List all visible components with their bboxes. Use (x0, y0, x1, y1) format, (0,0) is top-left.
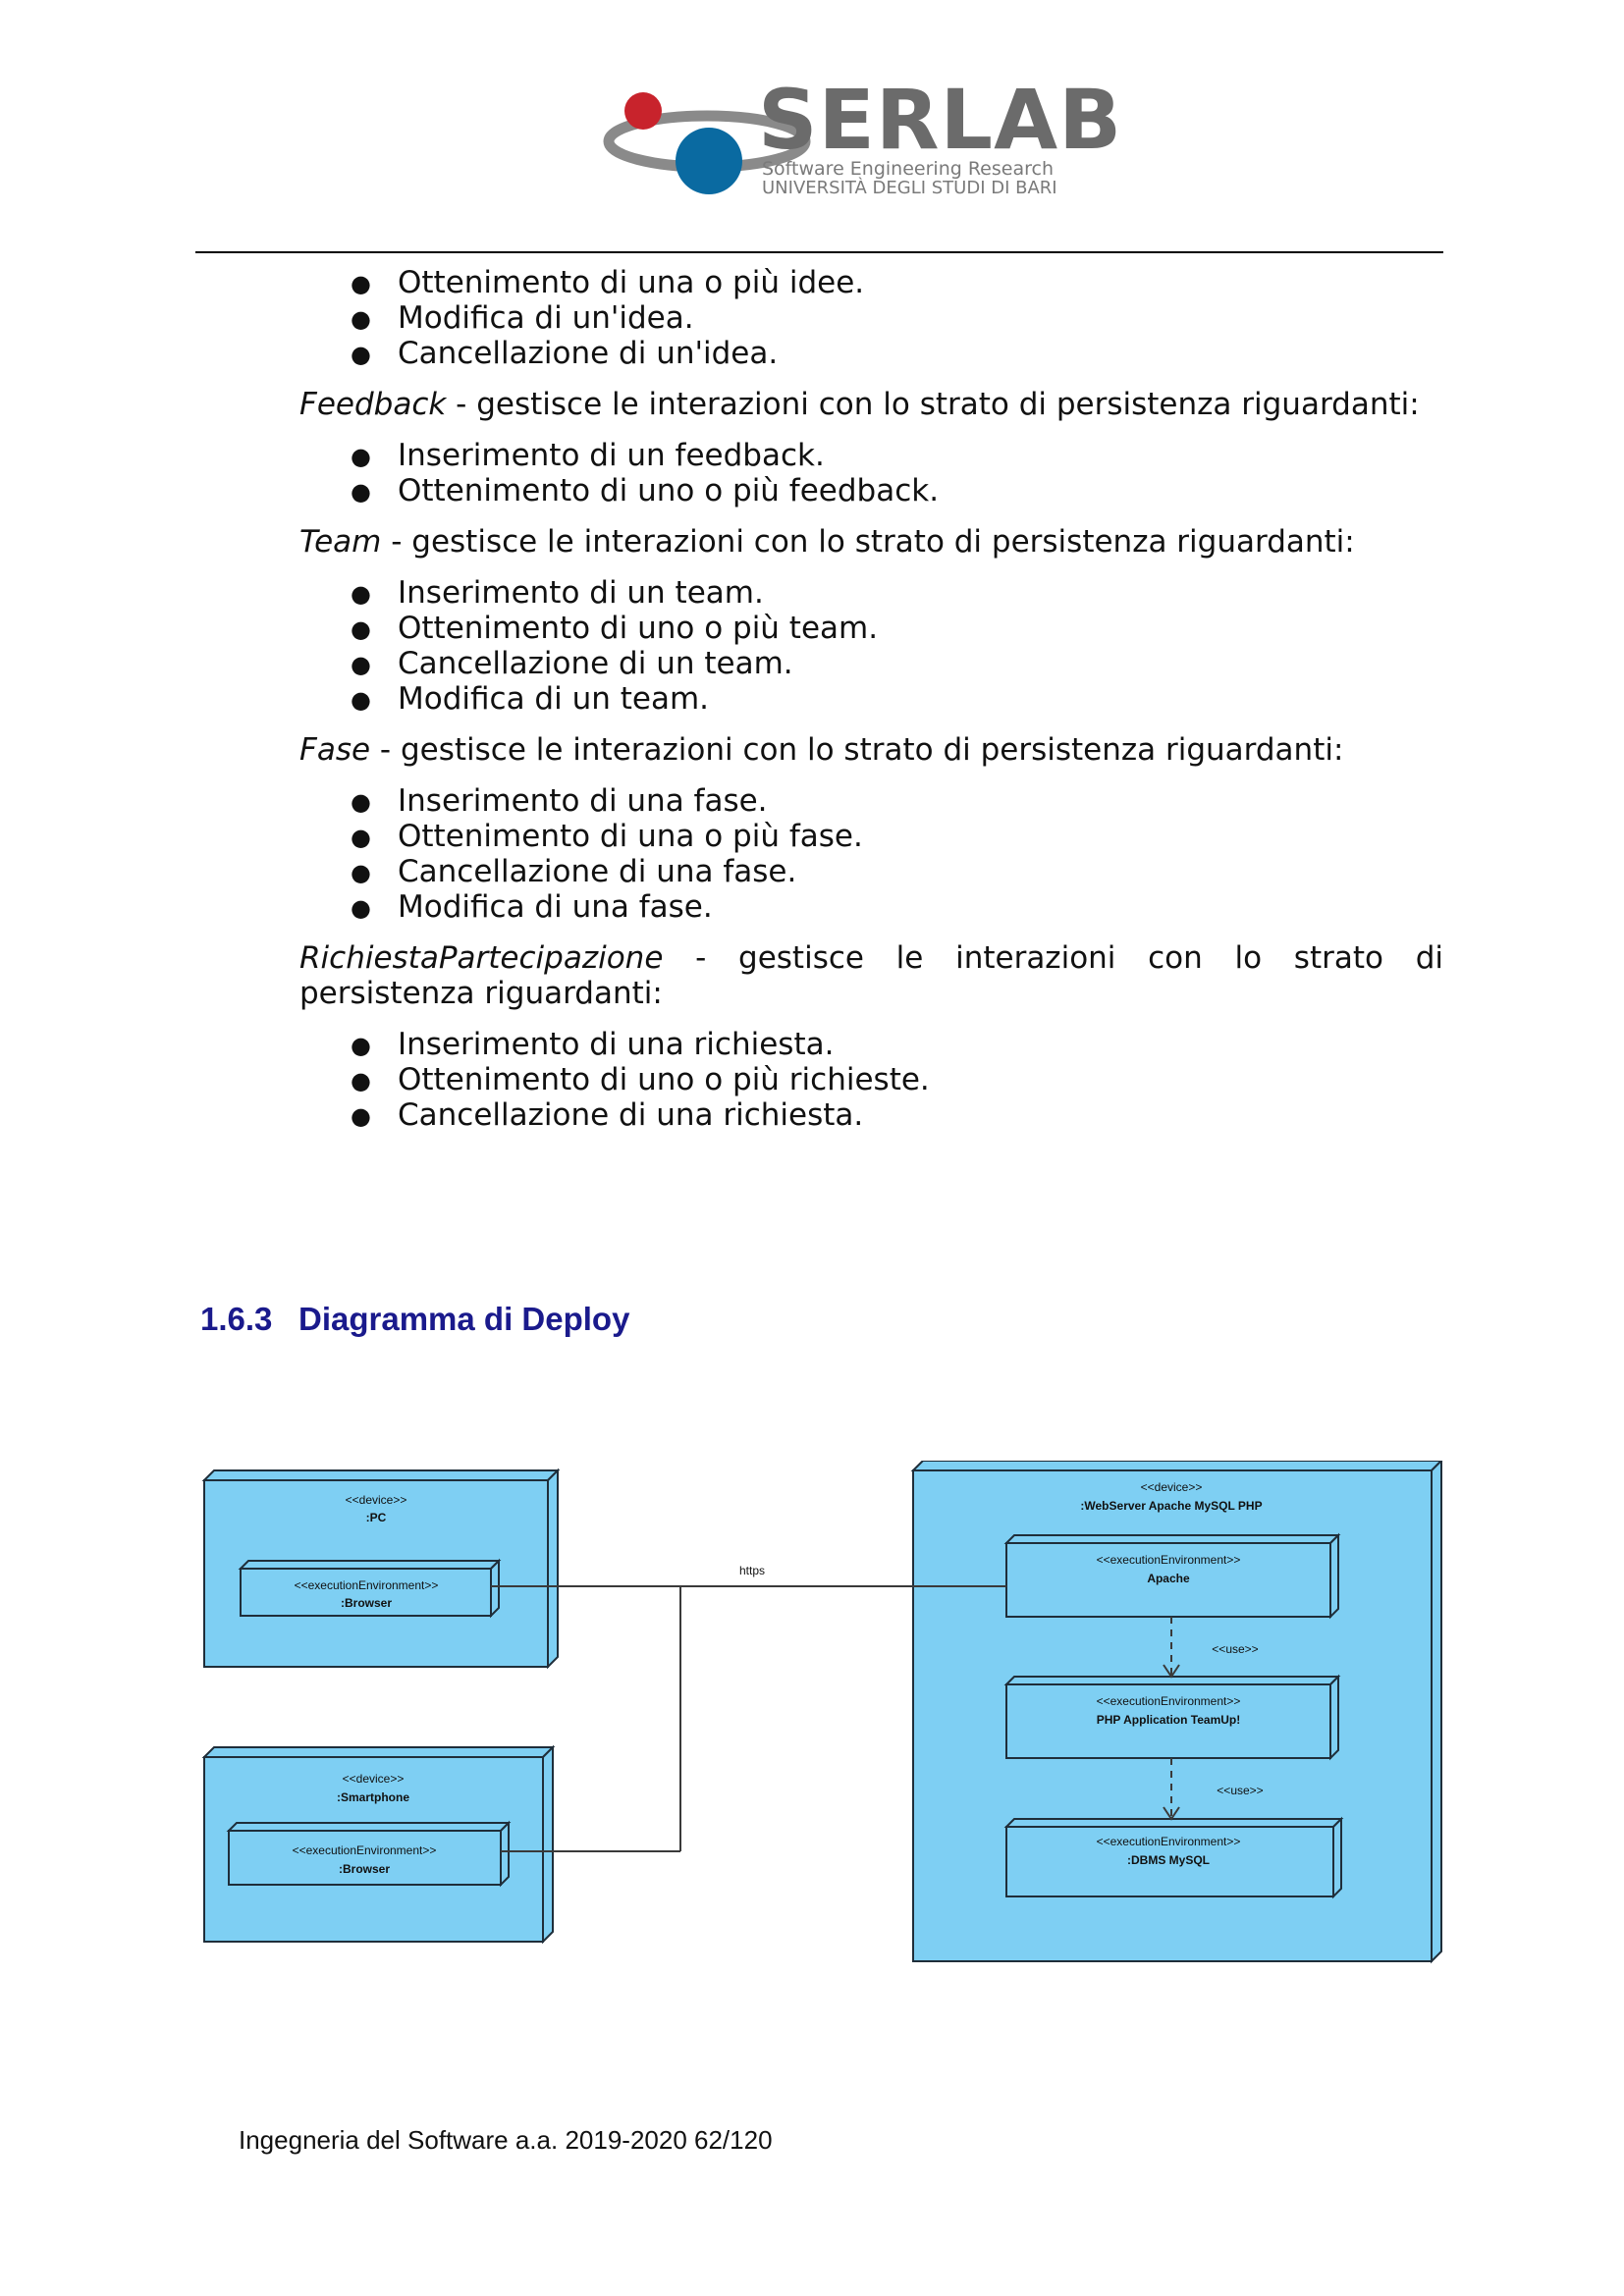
apache-name: Apache (1147, 1572, 1190, 1585)
smartphone-stereotype: <<device>> (343, 1772, 405, 1786)
apache-stereotype: <<executionEnvironment>> (1097, 1553, 1241, 1567)
list-item: Inserimento di una richiesta. (299, 1027, 1443, 1063)
smartphone-browser-env (226, 1820, 512, 1888)
smartphone-device-node (201, 1744, 556, 1945)
smartphone-env-name: :Browser (339, 1862, 390, 1876)
feedback-term: Feedback (299, 387, 447, 422)
feedback-desc: - gestisce le interazioni con lo strato … (446, 387, 1420, 422)
section-number: 1.6.3 (200, 1301, 273, 1337)
list-item: Inserimento di un feedback. (299, 438, 1443, 474)
logo-title: SERLAB (758, 72, 1123, 168)
php-stereotype: <<executionEnvironment>> (1097, 1694, 1241, 1708)
page-footer: Ingegneria del Software a.a. 2019-2020 6… (239, 2125, 773, 2155)
use-label-2: <<use>> (1217, 1784, 1263, 1797)
php-app-env (1003, 1674, 1341, 1761)
pc-env-name: :Browser (341, 1596, 392, 1610)
serlab-logo (603, 92, 811, 194)
feedback-paragraph: Feedback - gestisce le interazioni con l… (299, 387, 1443, 422)
section-heading: 1.6.3 Diagramma di Deploy (200, 1301, 629, 1338)
fase-term: Fase (299, 732, 371, 768)
dbms-name: :DBMS MySQL (1127, 1853, 1210, 1867)
pc-env-stereotype: <<executionEnvironment>> (295, 1578, 439, 1592)
use-label-1: <<use>> (1212, 1642, 1258, 1656)
smartphone-name: :Smartphone (337, 1790, 409, 1804)
richiesta-term: RichiestaPartecipazione (299, 940, 664, 976)
list-item: Ottenimento di uno o più team. (299, 611, 1443, 647)
list-item: Inserimento di un team. (299, 575, 1443, 612)
richiesta-list: Inserimento di una richiesta. Otteniment… (299, 1027, 1443, 1134)
php-name: PHP Application TeamUp! (1097, 1713, 1240, 1727)
list-item: Ottenimento di uno o più richieste. (299, 1062, 1443, 1098)
list-item: Cancellazione di una richiesta. (299, 1097, 1443, 1134)
list-item: Ottenimento di una o più fase. (299, 819, 1443, 855)
use-dependencies (1163, 1617, 1180, 1821)
server-name: :WebServer Apache MySQL PHP (1080, 1499, 1262, 1513)
server-stereotype: <<device>> (1141, 1480, 1203, 1494)
list-item: Cancellazione di una fase. (299, 854, 1443, 890)
logo-subtitle: Software Engineering Research (762, 158, 1054, 180)
pc-device-node (201, 1468, 561, 1670)
https-connections (491, 1585, 1006, 1852)
list-item: Cancellazione di un team. (299, 646, 1443, 682)
logo-university: UNIVERSITÀ DEGLI STUDI DI BARI (762, 178, 1057, 198)
team-list: Inserimento di un team. Ottenimento di u… (299, 575, 1443, 718)
list-item: Ottenimento di uno o più feedback. (299, 473, 1443, 509)
document-body: Ottenimento di una o più idee. Modifica … (299, 265, 1443, 1134)
feedback-list: Inserimento di un feedback. Ottenimento … (299, 438, 1443, 509)
list-item: Modifica di un team. (299, 681, 1443, 718)
fase-list: Inserimento di una fase. Ottenimento di … (299, 783, 1443, 926)
idea-operations-list: Ottenimento di una o più idee. Modifica … (299, 265, 1443, 372)
richiesta-paragraph: RichiestaPartecipazione - gestisce le in… (299, 940, 1443, 1011)
pc-name: :PC (366, 1511, 387, 1524)
team-term: Team (299, 524, 382, 560)
header-rule (195, 251, 1443, 253)
richiesta-desc: - gestisce le interazioni con lo strato … (299, 940, 1443, 1011)
list-item: Modifica di un'idea. (299, 300, 1443, 337)
fase-paragraph: Fase - gestisce le interazioni con lo st… (299, 732, 1443, 768)
team-paragraph: Team - gestisce le interazioni con lo st… (299, 524, 1443, 560)
pc-browser-env (238, 1558, 502, 1619)
list-item: Modifica di una fase. (299, 889, 1443, 926)
deployment-diagram: <<device>> :PC <<executionEnvironment>> … (201, 1461, 1443, 1964)
pc-stereotype: <<device>> (346, 1493, 407, 1507)
logo-red-dot (624, 92, 662, 130)
fase-desc: - gestisce le interazioni con lo strato … (370, 732, 1344, 768)
logo-blue-dot (676, 128, 742, 194)
list-item: Cancellazione di un'idea. (299, 336, 1443, 372)
list-item: Inserimento di una fase. (299, 783, 1443, 820)
team-desc: - gestisce le interazioni con lo strato … (381, 524, 1355, 560)
section-title: Diagramma di Deploy (298, 1301, 630, 1337)
server-device-node (910, 1461, 1443, 1964)
apache-env (1003, 1532, 1341, 1620)
list-item: Ottenimento di una o più idee. (299, 265, 1443, 301)
dbms-stereotype: <<executionEnvironment>> (1097, 1835, 1241, 1848)
smartphone-env-stereotype: <<executionEnvironment>> (293, 1843, 437, 1857)
https-label: https (739, 1564, 765, 1577)
dbms-env (1003, 1816, 1344, 1899)
